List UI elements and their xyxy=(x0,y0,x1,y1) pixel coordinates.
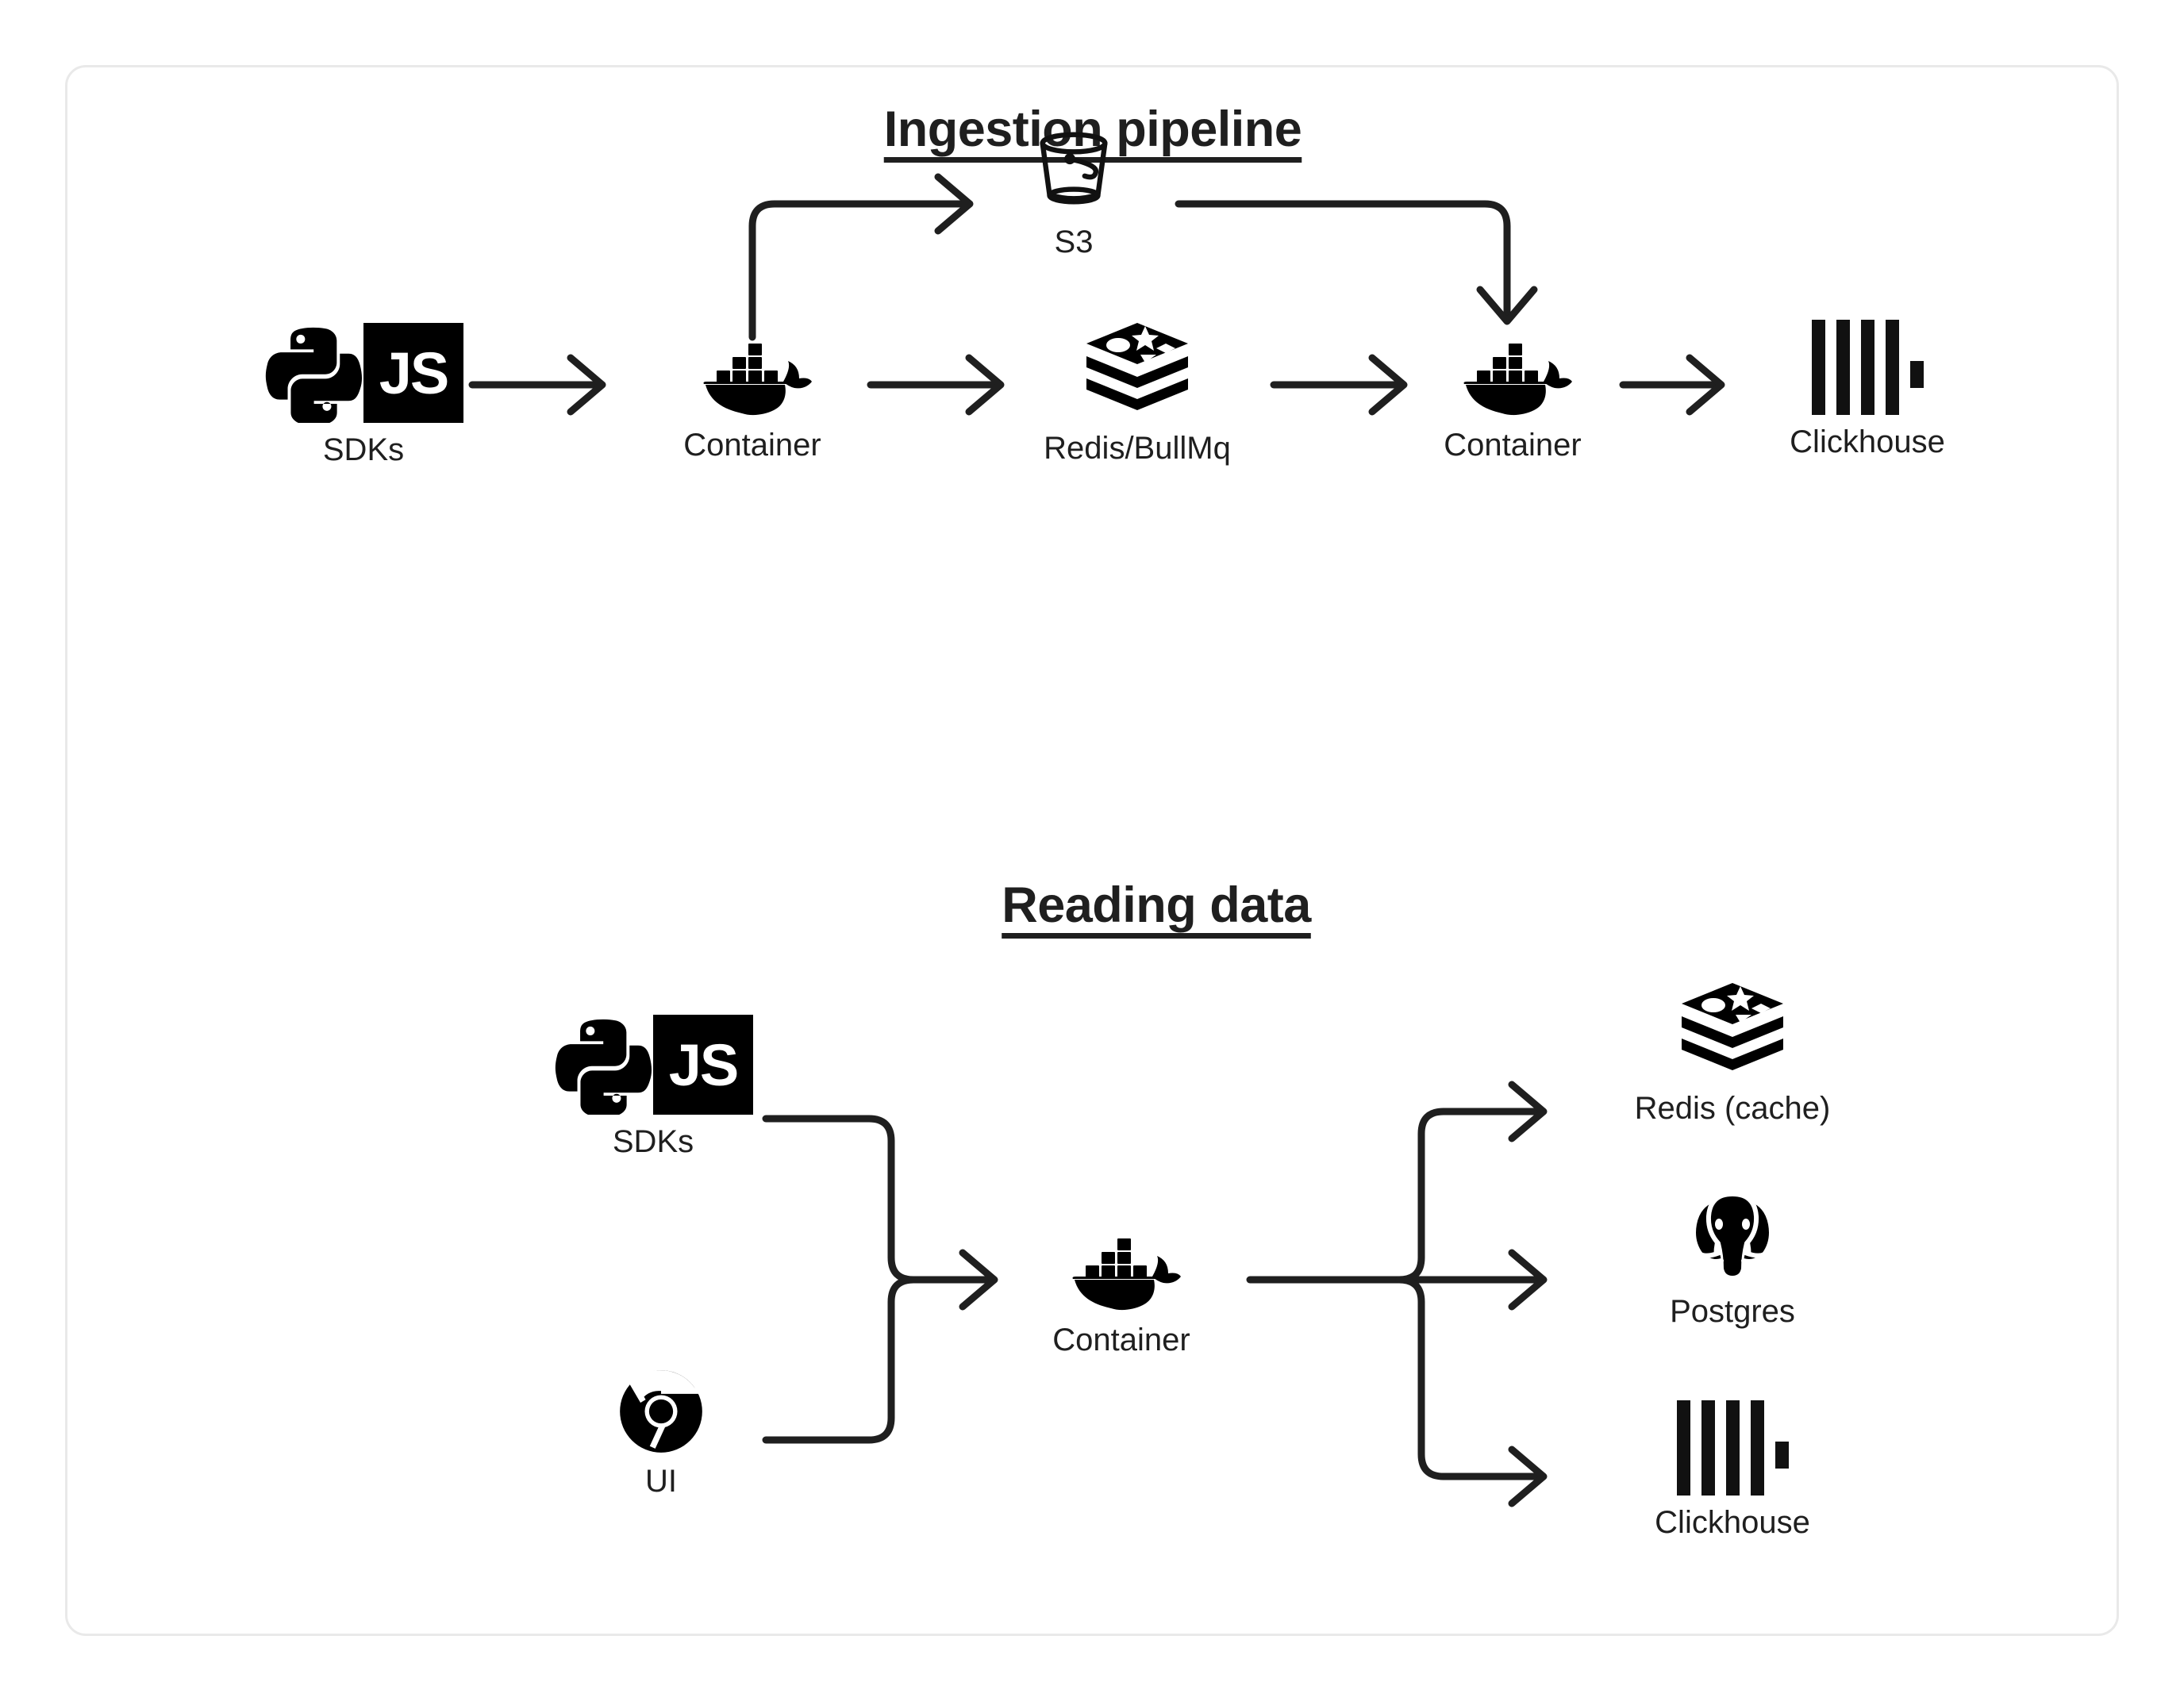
node-label: Postgres xyxy=(1670,1294,1795,1329)
node-label: SDKs xyxy=(612,1124,694,1159)
node-label: SDKs xyxy=(322,432,405,467)
node-label: Container xyxy=(1052,1323,1190,1357)
node-label: Clickhouse xyxy=(1790,424,1945,459)
docker-whale-icon xyxy=(693,329,812,418)
node-label: Container xyxy=(683,428,821,463)
node-label: Container xyxy=(1444,428,1582,463)
section-title-reading: Reading data xyxy=(1002,877,1311,933)
node-clickhouse-bottom[interactable]: Clickhouse xyxy=(1574,1400,1891,1540)
javascript-icon: JS xyxy=(653,1015,753,1115)
node-redis-bullmq[interactable]: Redis/BullMq xyxy=(979,320,1296,466)
clickhouse-bars-icon xyxy=(1676,1400,1789,1496)
postgres-elephant-icon xyxy=(1683,1186,1782,1284)
node-label: Redis (cache) xyxy=(1634,1091,1831,1126)
s3-bucket-icon xyxy=(1027,121,1121,215)
docker-whale-icon xyxy=(1062,1224,1181,1313)
python-js-sdk-icon: JS xyxy=(263,323,463,423)
node-label: S3 xyxy=(1054,225,1094,259)
node-label: Clickhouse xyxy=(1655,1505,1810,1540)
node-sdks-top[interactable]: JS SDKs xyxy=(205,323,522,467)
node-ui[interactable]: UI xyxy=(502,1369,820,1499)
node-container-read[interactable]: Container xyxy=(963,1224,1280,1357)
diagram-card: Ingestion pipeline xyxy=(65,65,2119,1636)
node-redis-cache[interactable]: Redis (cache) xyxy=(1574,980,1891,1126)
node-container-ingest[interactable]: Container xyxy=(594,329,911,463)
js-badge-text: JS xyxy=(379,340,450,406)
docker-whale-icon xyxy=(1453,329,1572,418)
node-s3[interactable]: S3 xyxy=(915,121,1232,259)
js-badge-text: JS xyxy=(668,1031,740,1098)
redis-stack-icon xyxy=(1083,320,1191,421)
chrome-browser-icon xyxy=(618,1369,704,1454)
python-icon xyxy=(265,327,363,423)
node-sdks-read[interactable]: JS SDKs xyxy=(494,1015,812,1159)
python-icon xyxy=(555,1019,652,1115)
edge-container-read-to-postgres xyxy=(1395,1249,1548,1311)
node-clickhouse-top[interactable]: Clickhouse xyxy=(1709,320,2026,459)
node-label: UI xyxy=(645,1464,677,1499)
node-container-worker[interactable]: Container xyxy=(1354,329,1671,463)
node-label: Redis/BullMq xyxy=(1044,431,1231,466)
edge-container-read-to-clickhouse xyxy=(1395,1276,1548,1507)
javascript-icon: JS xyxy=(363,323,463,423)
redis-stack-icon xyxy=(1678,980,1786,1081)
edge-container-read-to-redis-cache xyxy=(1395,1081,1548,1284)
clickhouse-bars-icon xyxy=(1811,320,1924,415)
python-js-sdk-icon: JS xyxy=(553,1015,753,1115)
node-postgres[interactable]: Postgres xyxy=(1574,1186,1891,1329)
